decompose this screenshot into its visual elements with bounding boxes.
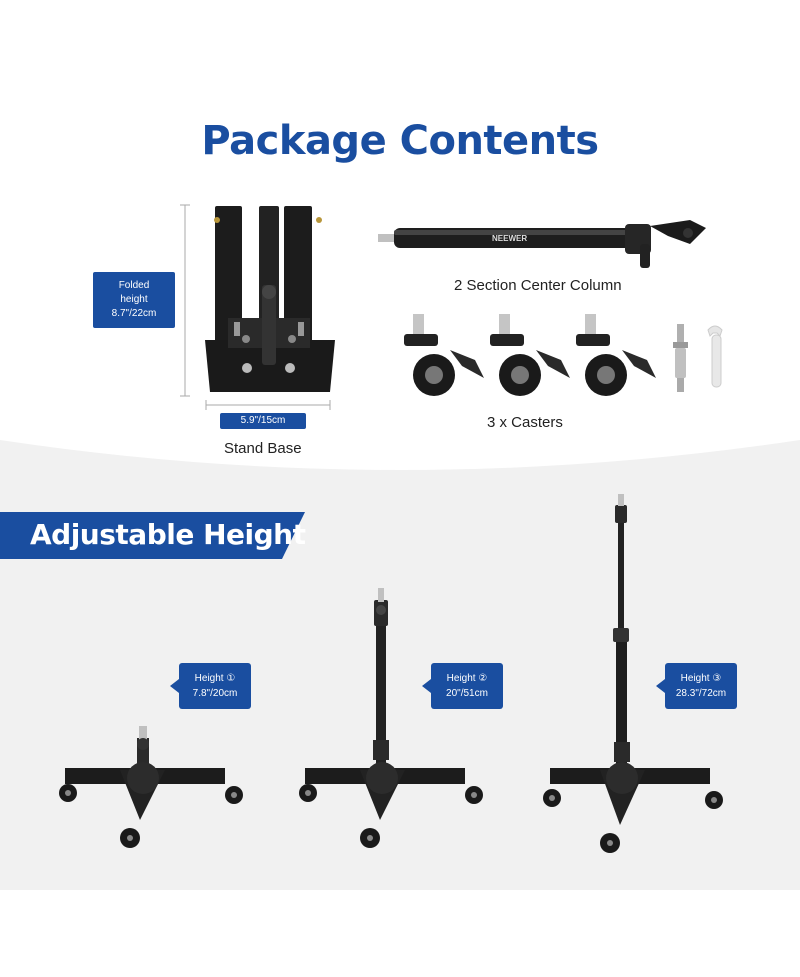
folded-height-line2: height	[120, 294, 148, 305]
center-column-image	[378, 220, 706, 268]
base-width-dimension-line	[205, 400, 331, 410]
caster-image-2	[490, 314, 570, 396]
height-3-value: 28.3"/72cm	[675, 688, 727, 699]
height-1-value: 7.8"/20cm	[192, 688, 238, 699]
page-title: Package Contents	[201, 118, 599, 164]
folded-height-line1: Folded	[118, 280, 150, 291]
height-1-title: Height ①	[194, 673, 236, 684]
center-column-caption: 2 Section Center Column	[454, 277, 622, 294]
stand-height-2-image	[299, 588, 483, 848]
folded-height-label: Folded height 8.7"/22cm	[93, 272, 175, 328]
column-brand-text: NEEWER	[492, 234, 527, 243]
stand-height-1-image	[59, 726, 243, 848]
adjustable-height-banner	[0, 512, 305, 559]
casters-caption: 3 x Casters	[487, 414, 563, 431]
base-width-label: 5.9"/15cm	[220, 413, 306, 429]
stand-height-3-image	[543, 494, 723, 853]
stand-base-image	[205, 206, 335, 392]
caster-image-3	[576, 314, 656, 396]
height-3-label: Height ③ 28.3"/72cm	[656, 663, 737, 709]
stand-base-caption: Stand Base	[224, 440, 302, 457]
adjustable-height-title: Adjustable Height	[30, 518, 306, 551]
spigot-adapter-image	[673, 324, 688, 392]
height-2-title: Height ②	[446, 673, 488, 684]
wrench-image	[707, 325, 723, 388]
section-divider-curve	[0, 400, 800, 500]
height-3-title: Height ③	[680, 673, 722, 684]
folded-height-dimension-line	[180, 204, 190, 397]
height-2-value: 20"/51cm	[446, 688, 488, 699]
height-2-label: Height ② 20"/51cm	[422, 663, 503, 709]
height-1-label: Height ① 7.8"/20cm	[170, 663, 251, 709]
folded-height-value: 8.7"/22cm	[111, 308, 157, 319]
caster-image-1	[404, 314, 484, 396]
